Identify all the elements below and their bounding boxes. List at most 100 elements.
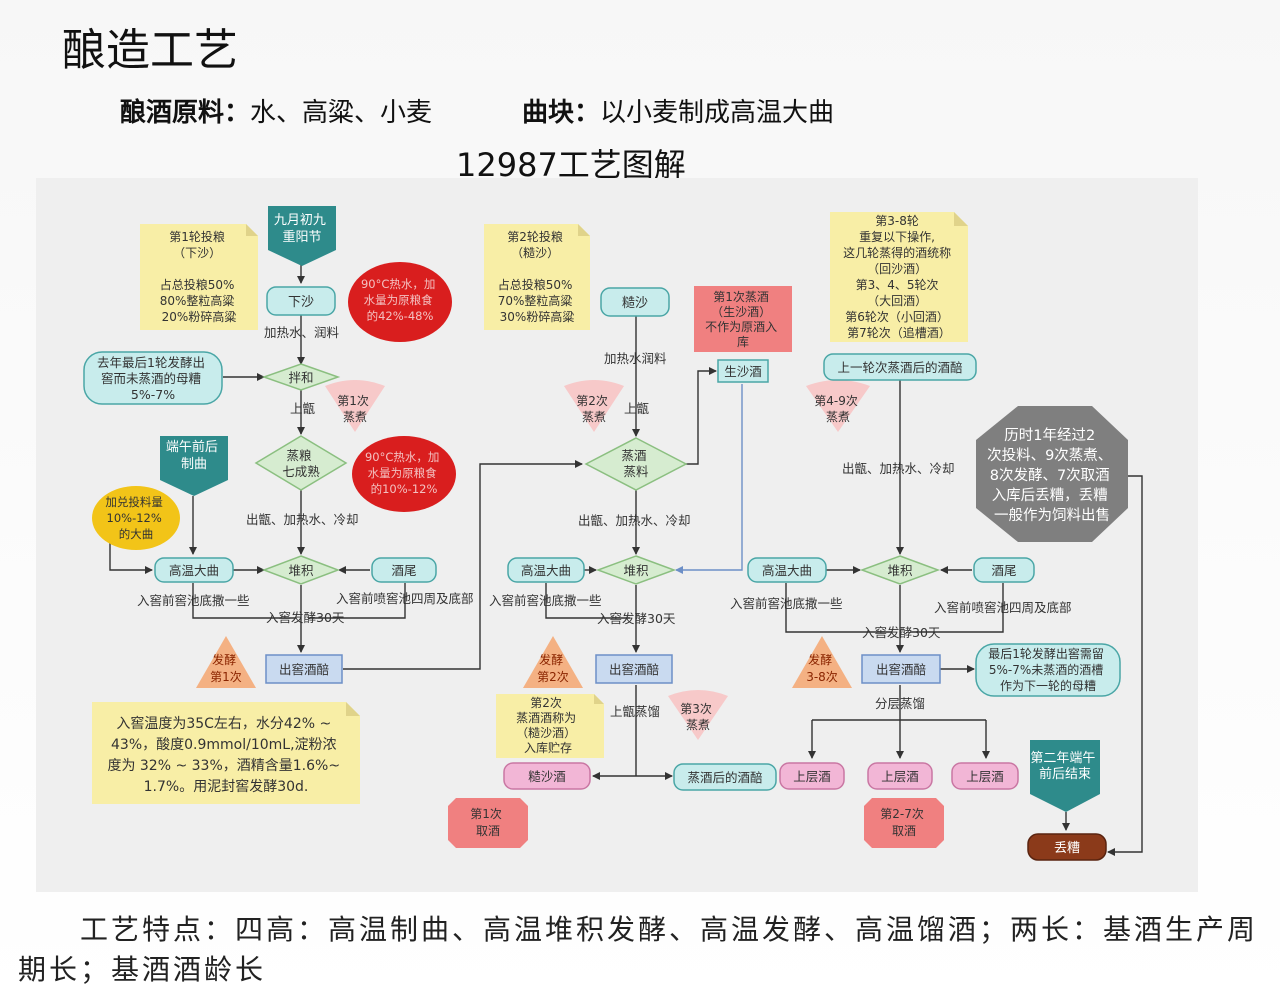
page-title: 酿造工艺 <box>62 25 238 76</box>
box-jiuwei-3-label: 酒尾 <box>991 563 1016 578</box>
svg-text:第1次 取酒: 第1次 取酒 <box>470 807 505 838</box>
ferm-tri-1-line-2: 第1次 <box>210 670 242 684</box>
fan-steam-4-9-line-2: 蒸煮 <box>826 410 850 424</box>
note-caosha-wine: 第2次 蒸酒酒称为 （糙沙酒） 入库贮存 <box>496 694 604 758</box>
water-blob-2-line-1: 90°C热水，加 <box>365 450 439 464</box>
svg-text:发酵 第1次: 发酵 第1次 <box>210 652 242 684</box>
first-steam-line-4: 库 <box>737 334 749 349</box>
box-daqu-2-label: 高温大曲 <box>521 563 571 578</box>
svg-text:九月初九 重阳节: 九月初九 重阳节 <box>274 213 330 245</box>
box-chujiao-3: 出窖酒醅 <box>861 654 941 684</box>
qujiu-1-line-2: 取酒 <box>476 824 500 838</box>
box-layer-3: 上层酒 <box>951 762 1019 790</box>
diamond-zhengjiu-line-2: 蒸料 <box>623 464 649 479</box>
summary-line-4: 入库后丢糟，丢糟 <box>992 487 1108 504</box>
box-daqu-3: 高温大曲 <box>747 557 827 583</box>
note-round2: 第2轮投粮 （糙沙） 占总投粮50% 70%整粒高粱 30%粉碎高粱 <box>484 224 590 330</box>
box-xiasha: 下沙 <box>266 286 336 316</box>
svg-text:第2次 蒸煮: 第2次 蒸煮 <box>576 394 611 424</box>
label-chidi-2: 入窖前窖池底撒一些 <box>489 593 602 608</box>
label-shangzeng-1: 上甑 <box>290 401 316 416</box>
svg-text:最后1轮发酵出窖需留 5%-7%未蒸酒的酒槽: 最后1轮发酵出窖需留 5%-7%未蒸酒的酒槽 作为下一轮的母糟 <box>988 646 1107 693</box>
svg-text:入窖温度为35C左右，水分42% ~ 43%，酸: 入窖温度为35C左右，水分42% ~ 43%，酸度0.9mmol/10mL,淀粉… <box>107 715 344 795</box>
box-caosha-wine-label: 糙沙酒 <box>528 769 566 784</box>
date-duanwu-line-2: 制曲 <box>181 457 207 472</box>
date-end-pentagon: 第二年端午 前后结束 <box>1030 740 1100 812</box>
box-daqu-1: 高温大曲 <box>154 557 234 583</box>
summary-line-1: 历时1年经过2 <box>1004 427 1095 444</box>
box-jiuwei-1: 酒尾 <box>371 557 437 583</box>
fan-steam-1: 第1次 蒸煮 <box>325 380 385 432</box>
note-round1-line-4: 占总投粮50% <box>160 277 235 292</box>
svg-text:历时1年经过2 次投料、9次蒸煮、: 历时1年经过2 次投料、9次蒸煮、 8次发酵、7次取酒 入库后丢糟，丢糟 一般作… <box>987 427 1117 524</box>
note-round3-8: 第3-8轮 重复以下操作, 这几轮蒸得的酒统称 （回沙酒） 第3、4、5轮次 （… <box>830 212 968 342</box>
fan-steam-3-line-1: 第3次 <box>680 702 712 716</box>
label-chuzeng-3: 出甑、加热水、冷却 <box>842 461 955 476</box>
fan-steam-3-line-2: 蒸煮 <box>686 718 710 732</box>
diamond-zhengliang-line-1: 蒸粮 <box>287 448 313 463</box>
svg-text:第1次 蒸煮: 第1次 蒸煮 <box>337 394 372 424</box>
ferm-tri-2-line-1: 发酵 <box>539 652 563 667</box>
note-round3-8-line-1: 第3-8轮 <box>875 214 919 228</box>
water-blob-1-line-3: 的42%-48% <box>367 309 434 323</box>
svg-text:第2轮投粮 （糙沙） 占总投粮50%: 第2轮投粮 （糙沙） 占总投粮50% 70%整粒高粱 30%粉碎高粱 <box>498 229 577 324</box>
fan-steam-1-line-2: 蒸煮 <box>343 410 367 424</box>
box-chujiao-2: 出窖酒醅 <box>595 654 673 684</box>
note-round3-8-line-4: （回沙酒） <box>867 262 927 276</box>
svg-text:蒸酒 蒸料: 蒸酒 蒸料 <box>622 448 651 479</box>
fan-steam-4-9-line-1: 第4-9次 <box>814 394 858 408</box>
mother-grain-line-2: 窖而未蒸酒的母糟 <box>101 371 201 386</box>
box-layer-1: 上层酒 <box>779 762 845 790</box>
ferm-tri-1-line-1: 发酵 <box>212 652 236 667</box>
qu-value: 以小麦制成高温大曲 <box>600 98 835 128</box>
label-shangzeng-liu: 上甑蒸馏 <box>610 704 660 719</box>
fan-steam-1-line-1: 第1次 <box>337 394 369 408</box>
note-temp-line-3: 度为 32% ~ 33%，酒精含量1.6%~ <box>107 758 340 774</box>
date-start-line-2: 重阳节 <box>282 229 321 245</box>
svg-text:第3-8轮 重复以下操作, 这几轮蒸: 第3-8轮 重复以下操作, 这几轮蒸得的酒统称 （回沙酒） 第3、4、5轮次 （… <box>843 214 955 340</box>
note-round2-line-2: （糙沙） <box>511 246 559 260</box>
qujiu-2-7-marker: 第2-7次 取酒 <box>864 798 944 848</box>
box-layer-3-label: 上层酒 <box>966 769 1004 784</box>
edge-labels: 加热水、润料 上甑 出甑、加热水、冷却 入窖前窖池底撒一些 入窖前喷窖池四周及底… <box>137 325 1072 719</box>
box-diuzao: 丢糟 <box>1027 833 1107 861</box>
diamond-duiji-2: 堆积 <box>595 555 677 585</box>
label-heat-water-1: 加热水、润料 <box>264 325 340 340</box>
qu-blob-line-2: 10%-12% <box>107 511 162 525</box>
summary-line-2: 次投料、9次蒸煮、 <box>987 447 1112 464</box>
note-round1-line-6: 20%粉碎高粱 <box>162 309 237 324</box>
last-round-line-3: 作为下一轮的母糟 <box>1000 678 1096 693</box>
note-round1-line-1: 第1轮投粮 <box>169 229 225 244</box>
box-shengsha: 生沙酒 <box>717 359 769 383</box>
box-after-steam: 蒸酒后的酒醅 <box>673 763 777 791</box>
materials-value: 水、高粱、小麦 <box>250 98 433 128</box>
process-features: 工艺特点：四高：高温制曲、高温堆积发酵、高温发酵、高温馏酒；两长：基酒生产周期长… <box>18 913 1259 986</box>
label-ferm30-1: 入窖发酵30天 <box>266 610 345 625</box>
date-end-line-2: 前后结束 <box>1039 766 1091 782</box>
diamond-duiji-3: 堆积 <box>859 555 941 585</box>
ferm-tri-3-line-2: 3-8次 <box>806 670 838 684</box>
diamond-banhe-label: 拌和 <box>288 370 313 385</box>
water-blob-1-line-1: 90°C热水，加 <box>361 277 435 291</box>
qujiu-1-line-1: 第1次 <box>470 807 502 821</box>
box-chujiao-1: 出窖酒醅 <box>265 654 343 684</box>
svg-text:第1次蒸酒 （生沙酒） 不作为原酒入: 第1次蒸酒 （生沙酒） 不作为原酒入 库 <box>705 290 781 349</box>
svg-text:90°C热水，加 水量为原粮食 的4: 90°C热水，加 水量为原粮食 的42%-48% <box>361 277 439 323</box>
diamond-zhengjiu: 蒸酒 蒸料 <box>584 437 688 491</box>
note-round3-8-line-2: 重复以下操作, <box>859 229 935 244</box>
materials-line: 酿酒原料：水、高粱、小麦 <box>120 92 432 129</box>
summary-octagon: 历时1年经过2 次投料、9次蒸煮、 8次发酵、7次取酒 入库后丢糟，丢糟 一般作… <box>976 406 1128 542</box>
first-steam-note: 第1次蒸酒 （生沙酒） 不作为原酒入 库 <box>694 286 792 352</box>
fan-steam-2-line-1: 第2次 <box>576 394 608 408</box>
qu-blob-line-1: 加兑投料量 <box>105 495 163 509</box>
summary-line-3: 8次发酵、7次取酒 <box>990 467 1110 484</box>
box-daqu-3-label: 高温大曲 <box>762 563 812 578</box>
qujiu-1-marker: 第1次 取酒 <box>448 798 528 848</box>
fan-steam-2-line-2: 蒸煮 <box>582 410 606 424</box>
note-temperature: 入窖温度为35C左右，水分42% ~ 43%，酸度0.9mmol/10mL,淀粉… <box>92 702 360 804</box>
box-caosha-label: 糙沙 <box>622 296 648 311</box>
note-round2-line-1: 第2轮投粮 <box>507 229 563 244</box>
diamond-zhengliang-line-2: 七成熟 <box>282 464 320 479</box>
water-blob-2-line-3: 的10%-12% <box>371 482 438 496</box>
